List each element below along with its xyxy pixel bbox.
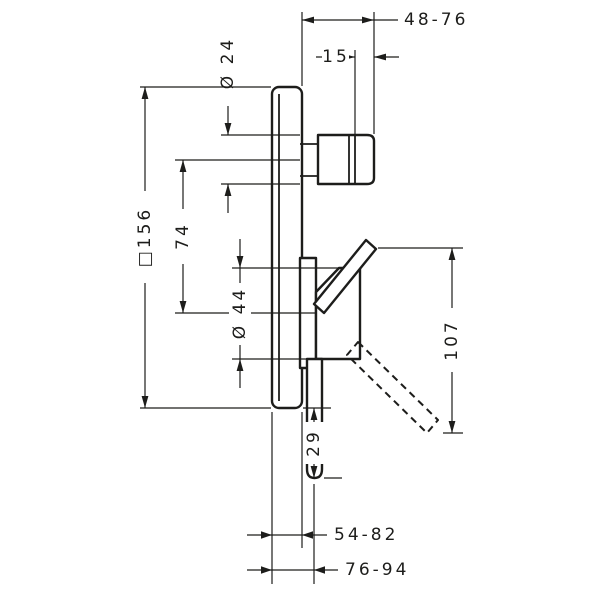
dim-arrow [261, 566, 272, 574]
label-backdrop [172, 209, 194, 264]
plate-size-label: □156 [135, 207, 155, 268]
dim-arrow [302, 531, 313, 539]
install-depth-plate-label: 54-82 [334, 525, 398, 545]
dim-plate-size: □156 [134, 86, 271, 409]
dim-spout-diameter: Ø 24 [218, 37, 300, 213]
dimensions: □156 Ø 24 74 [134, 10, 468, 584]
label-backdrop [441, 308, 463, 372]
dim-arrow [261, 531, 272, 539]
dim-projection: 48-76 [301, 10, 468, 134]
lever-handle-dashed-position [346, 341, 439, 434]
label-backdrop [341, 560, 411, 580]
dim-body-diameter: Ø 44 [229, 239, 340, 388]
label-backdrop [134, 191, 156, 283]
dim-install-depth-handle: 76-94 [247, 484, 411, 584]
install-depth-handle-label: 76-94 [345, 560, 409, 580]
projection-label: 48-76 [404, 10, 468, 30]
label-backdrop [229, 283, 251, 345]
axis-distance-label: 74 [173, 222, 193, 250]
spout-body [316, 133, 376, 186]
spout-diameter-label: Ø 24 [218, 37, 238, 89]
end-cap-label: 15 [322, 47, 350, 67]
handle-pin-label: 29 [304, 429, 324, 457]
label-backdrop [303, 422, 325, 464]
lever-swing-label: 107 [442, 319, 462, 360]
dim-arrow [314, 566, 325, 574]
dim-lever-swing: 107 [378, 247, 463, 434]
dim-install-depth-plate: 54-82 [247, 412, 400, 584]
lever-handle [312, 238, 378, 315]
dim-handle-pin: 29 [303, 407, 342, 479]
fixture [270, 85, 439, 480]
dim-end-cap: 15 [316, 47, 399, 134]
body-diameter-label: Ø 44 [230, 287, 250, 339]
label-backdrop [330, 525, 400, 545]
label-backdrop [322, 47, 349, 67]
